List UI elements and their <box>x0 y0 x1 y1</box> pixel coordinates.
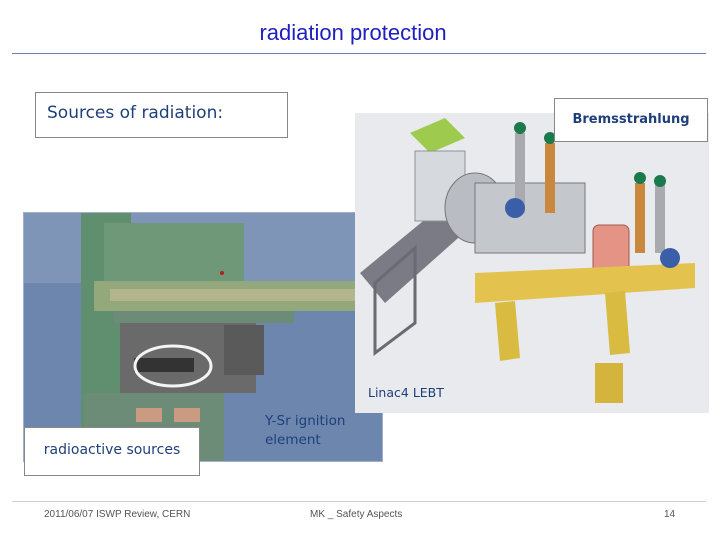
footer-divider <box>12 501 706 502</box>
bremsstrahlung-label: Bremsstrahlung <box>554 98 708 142</box>
footer-author-topic: MK _ Safety Aspects <box>310 509 403 520</box>
title-divider <box>12 53 706 54</box>
ion-source-cad-image <box>23 212 383 462</box>
linac4-lebt-cad-image <box>355 113 709 413</box>
radioactive-sources-label: radioactive sources <box>24 427 200 476</box>
page-number: 14 <box>664 509 676 520</box>
ysr-caption-line1: Y-Sr ignition <box>265 413 346 429</box>
slide-title: radiation protection <box>259 20 447 45</box>
ysr-ignition-caption: Y-Sr ignition element <box>265 412 375 450</box>
linac4-lebt-caption: Linac4 LEBT <box>368 385 444 400</box>
sources-of-radiation-label: Sources of radiation: <box>35 92 288 138</box>
ysr-caption-line2: element <box>265 432 321 448</box>
footer-date-event: 2011/06/07 ISWP Review, CERN <box>44 509 191 520</box>
